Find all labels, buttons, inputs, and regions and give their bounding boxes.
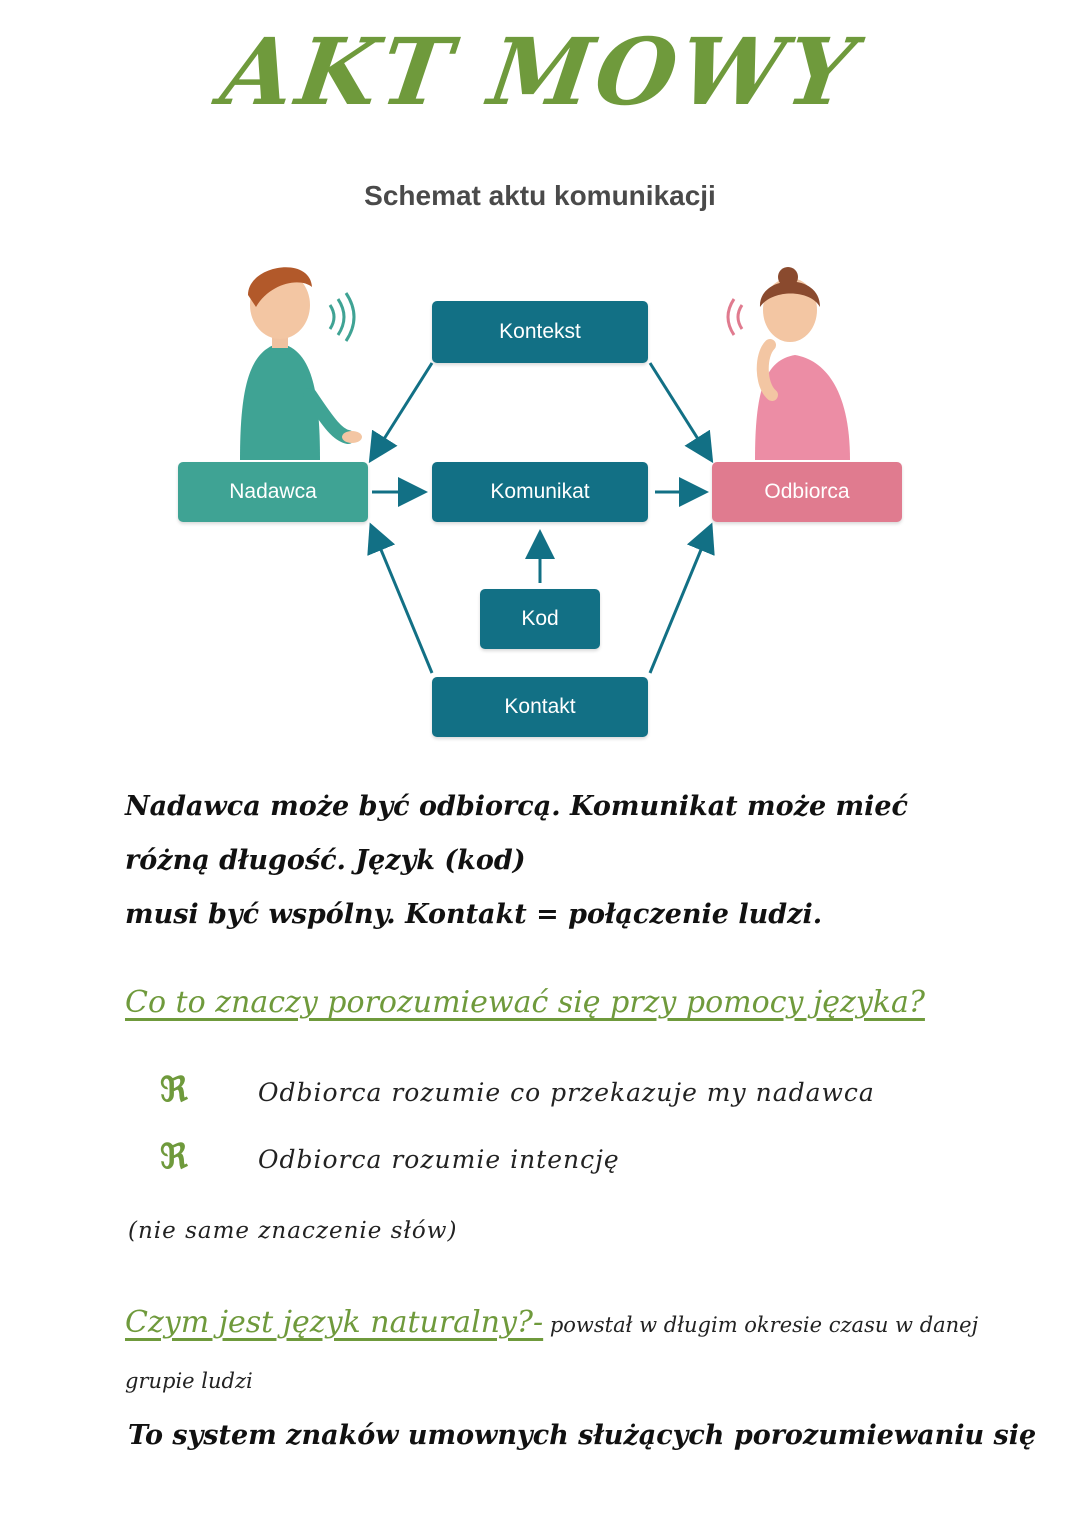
listening-woman-icon: [726, 267, 850, 460]
question-heading-1: Co to znaczy porozumiewać się przy pomoc…: [125, 985, 925, 1020]
meaning-note: (nie same znaczenie słów): [128, 1218, 458, 1244]
box-komunikat: Komunikat: [432, 462, 648, 522]
box-kontekst: Kontekst: [432, 301, 648, 363]
box-kontakt: Kontakt: [432, 677, 648, 737]
closing-sentence: To system znaków umownych służących poro…: [128, 1420, 1037, 1451]
arrow-kontakt-odbiorca: [648, 522, 715, 674]
note-line-1: Nadawca może być odbiorcą. Komunikat moż…: [125, 791, 908, 876]
question-heading-2: Czym jest język naturalny?-: [125, 1305, 544, 1340]
schema-title: Schemat aktu komunikacji: [364, 180, 716, 211]
communication-diagram: Kontekst Nadawca Komunikat Odbiorca Kod …: [160, 245, 920, 755]
bullet-icon: ℜ: [160, 1070, 188, 1110]
bullet-icon: ℜ: [160, 1137, 188, 1177]
bullet-item-1: Odbiorca rozumie co przekazuje my nadawc…: [258, 1078, 875, 1107]
box-kod: Kod: [480, 589, 600, 649]
diagram-arrows: [240, 267, 850, 674]
question-2: Czym jest język naturalny?- powstał w dł…: [125, 1295, 985, 1409]
arrow-kontakt-nadawca: [367, 522, 434, 674]
question-2-answer: powstał w długim okresie czasu w danej g…: [125, 1313, 979, 1393]
arrow-kontekst-odbiorca: [648, 362, 714, 464]
page-title: AKT MOWY: [215, 18, 865, 126]
note-line-2: musi być wspólny. Kontakt = połączenie l…: [125, 899, 823, 930]
box-odbiorca: Odbiorca: [712, 462, 902, 522]
box-nadawca: Nadawca: [178, 462, 368, 522]
speaking-man-icon: [240, 267, 362, 460]
note-paragraph: Nadawca może być odbiorcą. Komunikat moż…: [125, 780, 985, 942]
arrow-kontekst-nadawca: [368, 362, 434, 464]
bullet-item-2: Odbiorca rozumie intencję: [258, 1145, 620, 1174]
